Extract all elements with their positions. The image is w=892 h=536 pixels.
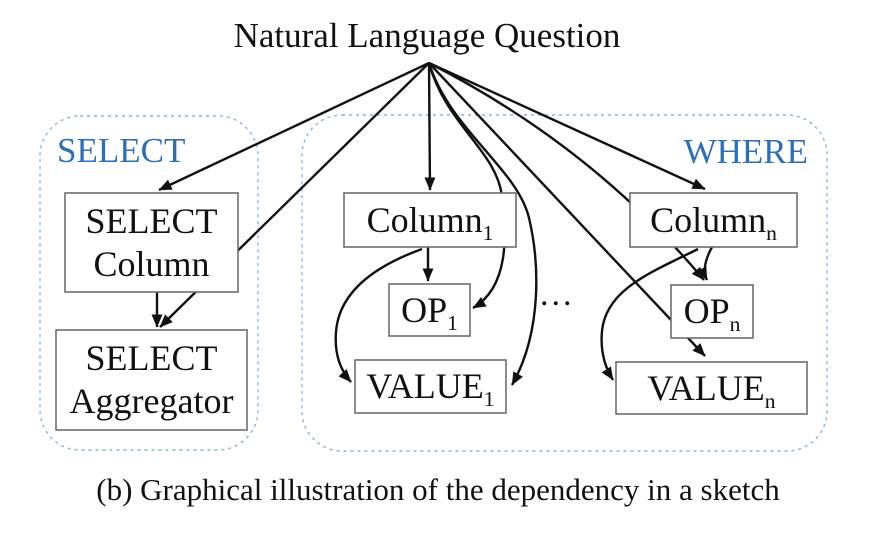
- node-op-1-base: OP: [401, 289, 448, 330]
- node-select-column-label: SELECT Column: [65, 193, 238, 292]
- node-op-n-base: OP: [683, 291, 730, 331]
- node-column-1-label: Column1: [344, 193, 516, 247]
- between-groups-ellipsis: ...: [540, 276, 575, 313]
- node-value-1-base: VALUE: [366, 366, 484, 406]
- edge-nlq-to-column-n: [428, 61, 706, 191]
- edge-nlq-to-select-column: [158, 61, 430, 192]
- node-column-n-sub: n: [766, 220, 777, 245]
- where-group-label: WHERE: [683, 132, 808, 171]
- node-op-1-sub: 1: [447, 310, 458, 335]
- edge-column-1-to-value-1: [334, 247, 423, 383]
- node-column-1-base: Column: [366, 199, 483, 240]
- figure-caption: (b) Graphical illustration of the depend…: [96, 472, 780, 507]
- node-select-column-line1: SELECT: [85, 200, 218, 241]
- node-column-1: [343, 192, 517, 248]
- node-select-aggregator: [55, 329, 248, 431]
- node-op-n-sub: n: [729, 312, 741, 337]
- figure-title: Natural Language Question: [233, 16, 621, 55]
- node-column-1-text: Column1: [366, 199, 494, 245]
- select-group-label: SELECT: [57, 131, 186, 170]
- node-select-column-line2: Column: [93, 243, 210, 284]
- edge-column-n-to-op-n: [696, 246, 714, 281]
- node-value-n-text: VALUEn: [647, 367, 776, 413]
- node-column-n-base: Column: [650, 199, 767, 240]
- node-op-1-text: OP1: [401, 289, 458, 335]
- node-value-1-label: VALUE1: [355, 360, 506, 413]
- node-op-1: [388, 283, 471, 337]
- node-op-n-text: OPn: [683, 290, 741, 337]
- node-value-1-sub: 1: [483, 387, 495, 412]
- edge-column-n-to-value-n: [600, 247, 699, 381]
- node-column-n-text: Columnn: [650, 199, 777, 245]
- node-select-aggregator-label: SELECT Aggregator: [56, 330, 247, 430]
- edge-nlq-to-column-1: [424, 62, 436, 191]
- node-column-n-label: Columnn: [630, 193, 797, 247]
- node-select-aggregator-line1: SELECT: [85, 338, 218, 378]
- node-op-n-label: OPn: [671, 285, 753, 338]
- node-op-1-label: OP1: [389, 284, 470, 336]
- node-op-n: [670, 284, 754, 339]
- node-value-n: [615, 361, 808, 415]
- node-value-n-label: VALUEn: [616, 362, 807, 414]
- node-value-n-base: VALUE: [647, 367, 765, 408]
- node-column-n: [629, 192, 798, 248]
- edge-nlq-to-value-n: [428, 62, 706, 357]
- node-value-1: [354, 359, 507, 414]
- node-select-column: [64, 192, 239, 293]
- node-value-n-sub: n: [764, 388, 776, 413]
- node-value-1-text: VALUE1: [366, 365, 495, 412]
- node-column-1-sub: 1: [482, 220, 494, 245]
- edge-nlq-to-value-1: [427, 62, 538, 386]
- node-select-aggregator-line2: Aggregator: [69, 381, 234, 421]
